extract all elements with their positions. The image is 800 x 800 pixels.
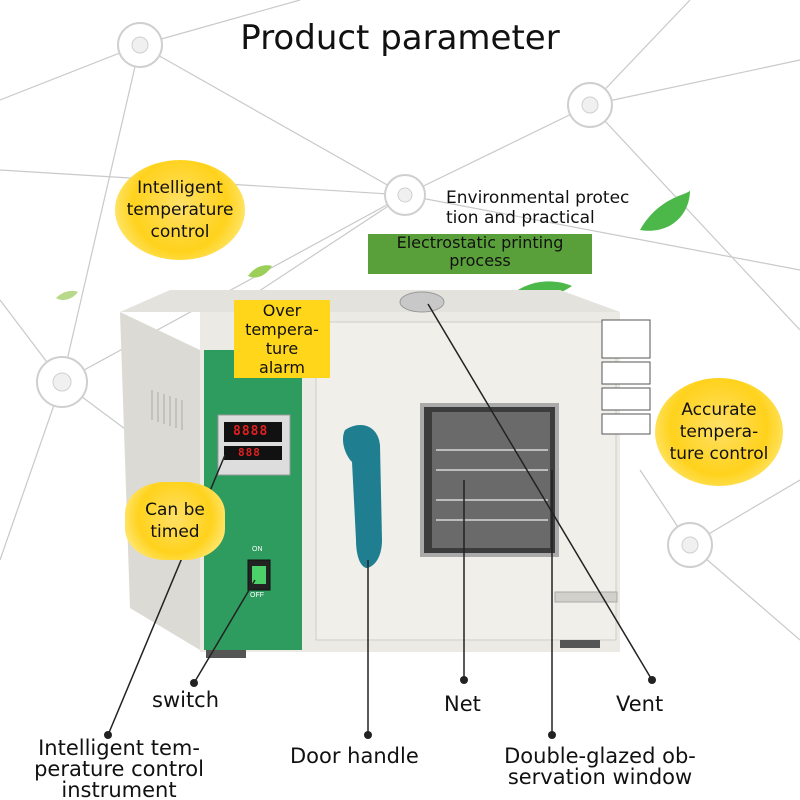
feature-intelligent-temperature-control: Intelligent temperature control: [115, 160, 245, 260]
part-vent: Vent: [616, 692, 664, 716]
feature-accurate-temperature-control: Accurate tempera- ture control: [655, 378, 783, 486]
feature-line: Intelligent: [137, 177, 223, 198]
page-title: Product parameter: [240, 18, 560, 58]
display-bottom: 888: [238, 446, 261, 459]
feature-line: control: [150, 222, 210, 243]
feature-electrostatic-printing: Electrostatic printing process: [368, 233, 592, 274]
part-line: servation window: [507, 765, 693, 789]
feature-over-temperature-alarm: Over tempera- ture alarm: [234, 300, 330, 378]
part-switch: switch: [152, 688, 220, 712]
part-temperature-control-instrument: Intelligent tem- perature control instru…: [14, 738, 224, 800]
oven-top: [120, 290, 620, 312]
net-shelves: [436, 449, 548, 521]
part-line: Double-glazed ob-: [504, 744, 696, 768]
feature-line: Accurate: [681, 399, 757, 420]
part-net: Net: [444, 692, 481, 716]
part-line: instrument: [61, 778, 177, 800]
feature-line: Electrostatic printing: [396, 233, 564, 252]
warning-labels: [601, 319, 651, 435]
feature-line: ture: [265, 339, 299, 358]
side-vents: [151, 390, 183, 430]
part-door-handle: Door handle: [290, 744, 419, 768]
feature-line: Can be: [145, 499, 205, 520]
door-handle: [342, 425, 382, 568]
feature-can-be-timed: Can be timed: [125, 482, 225, 560]
feature-line: Over: [262, 300, 302, 320]
top-vent: [399, 291, 445, 313]
feature-line: tempera-: [679, 421, 759, 442]
switch-off-label: OFF: [250, 592, 264, 599]
part-line: perature control: [34, 757, 204, 781]
feature-line: tempera-: [245, 319, 319, 339]
part-observation-window: Double-glazed ob- servation window: [470, 746, 730, 788]
switch-on-label: ON: [252, 546, 263, 553]
feature-line: tion and practical: [446, 208, 595, 229]
oven-side: [120, 312, 200, 650]
feature-environmental: Environmental protec tion and practical: [446, 188, 629, 229]
part-line: Intelligent tem-: [38, 736, 200, 760]
network-node: [36, 22, 713, 568]
feature-line: timed: [150, 522, 200, 542]
feature-line: ture control: [669, 444, 769, 465]
feature-line: temperature: [126, 199, 234, 220]
bottom-vent: [554, 591, 618, 603]
display-top: 8888: [233, 424, 269, 439]
feature-line: alarm: [259, 358, 305, 378]
feature-line: process: [449, 251, 511, 271]
feature-line: Environmental protec: [446, 188, 630, 208]
